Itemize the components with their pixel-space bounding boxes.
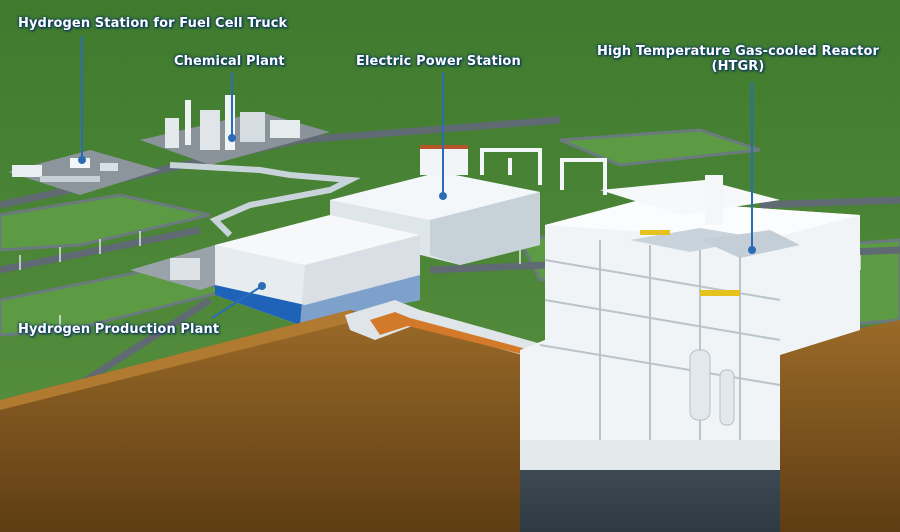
pipeline (169, 162, 361, 238)
connection-tunnel (345, 300, 545, 360)
chemical-plant-label: Chemical Plant (174, 54, 285, 69)
htgr-reactor-building (520, 175, 860, 470)
htgr-label: High Temperature Gas-cooled Reactor (HTG… (588, 44, 888, 74)
electric-power-station-label: Electric Power Station (356, 54, 521, 69)
htgr-label-line2: (HTGR) (711, 59, 765, 74)
hydrogen-station-label: Hydrogen Station for Fuel Cell Truck (18, 16, 288, 31)
callout-leaders (78, 36, 756, 319)
hydrogen-production-plant-label: Hydrogen Production Plant (18, 322, 220, 337)
htgr-label-line1: High Temperature Gas-cooled Reactor (596, 44, 880, 59)
hydrogen-production-plant (130, 215, 420, 325)
